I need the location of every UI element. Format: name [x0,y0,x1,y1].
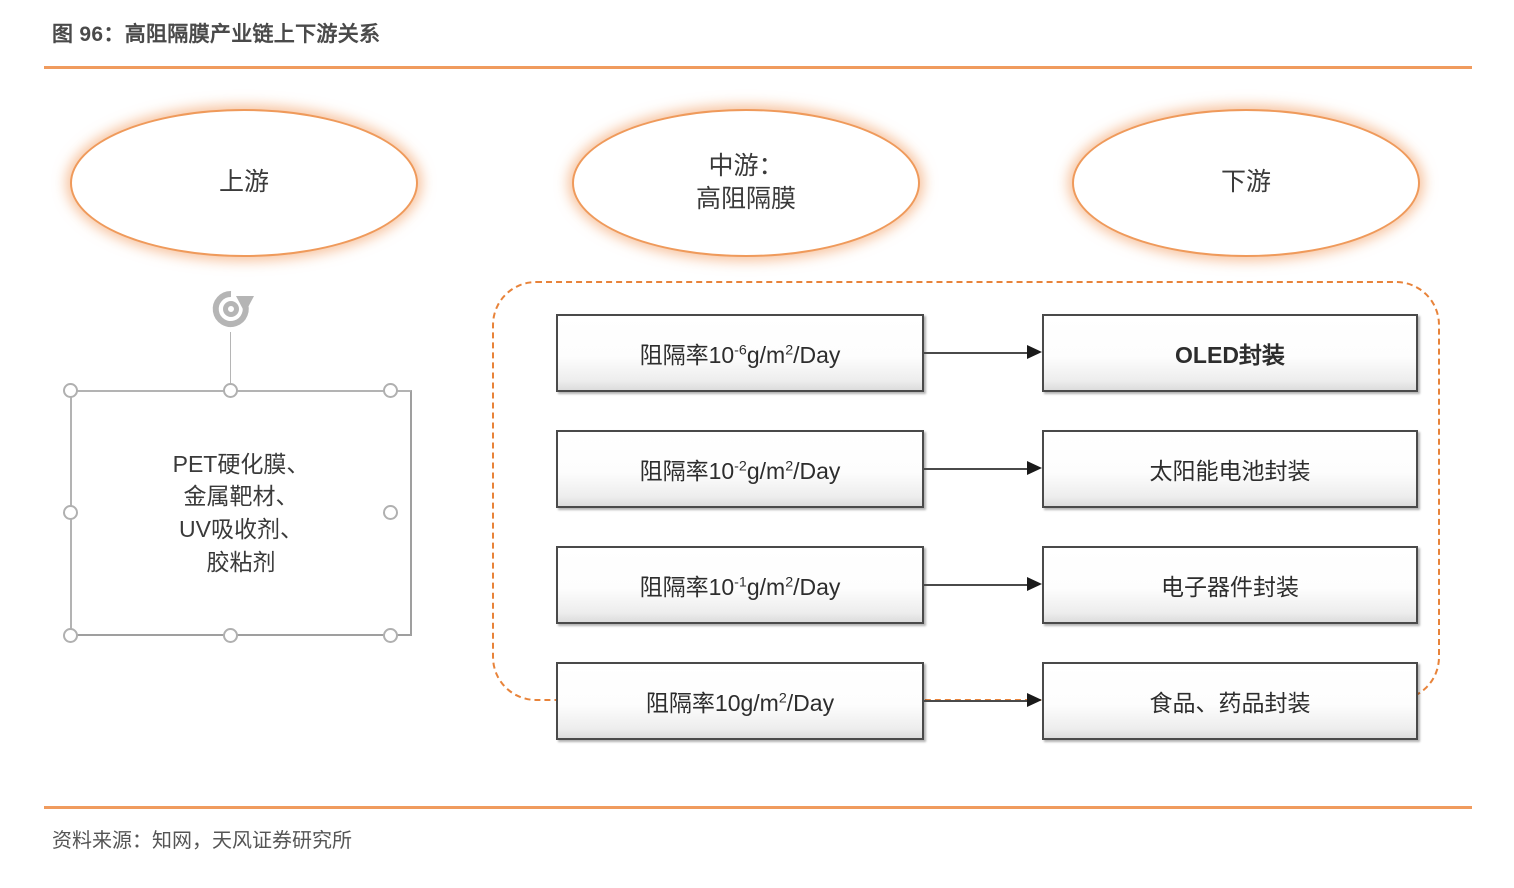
application-label: OLED封装 [1175,342,1285,368]
source-note: 资料来源：知网，天风证券研究所 [52,830,352,852]
stage-ellipse-downstream[interactable]: 下游 [1072,109,1420,257]
resize-handle-middle-right[interactable] [383,505,398,520]
flow-row: 阻隔率10-6g/m2/Day OLED封装 [556,314,1418,392]
stage-ellipse-midstream-label-line1: 中游： [708,151,784,180]
stage-ellipse-upstream[interactable]: 上游 [70,109,418,257]
diagram-stage: 上游 中游： 高阻隔膜 下游 PET硬化膜、 金属靶材、 UV吸收剂、 胶粘剂 [0,76,1514,786]
barrier-rate-text: 阻隔率10g/m2/Day [645,690,835,716]
footer-divider [44,806,1472,809]
application-label: 太阳能电池封装 [1149,458,1311,484]
barrier-rate-box[interactable]: 阻隔率10-2g/m2/Day [556,430,924,508]
flow-arrow-icon [924,461,1042,475]
flow-row: 阻隔率10g/m2/Day 食品、药品封装 [556,662,1418,740]
header-divider [44,66,1472,69]
upstream-materials-box[interactable]: PET硬化膜、 金属靶材、 UV吸收剂、 胶粘剂 [70,390,412,636]
barrier-rate-box[interactable]: 阻隔率10-6g/m2/Day [556,314,924,392]
application-box[interactable]: 电子器件封装 [1042,546,1418,624]
application-box[interactable]: OLED封装 [1042,314,1418,392]
upstream-shape-selection-group[interactable]: PET硬化膜、 金属靶材、 UV吸收剂、 胶粘剂 [62,286,418,646]
rotate-handle-stem [230,332,231,392]
barrier-rate-text: 阻隔率10-6g/m2/Day [639,342,841,368]
application-box[interactable]: 食品、药品封装 [1042,662,1418,740]
arrow-head [1027,577,1042,591]
resize-handle-middle-left[interactable] [63,505,78,520]
resize-handle-bottom-left[interactable] [63,628,78,643]
stage-ellipse-midstream[interactable]: 中游： 高阻隔膜 [572,109,920,257]
upstream-materials-text: PET硬化膜、 金属靶材、 UV吸收剂、 胶粘剂 [172,450,310,575]
application-label: 食品、药品封装 [1149,690,1311,716]
barrier-rate-box[interactable]: 阻隔率10-1g/m2/Day [556,546,924,624]
barrier-rate-box[interactable]: 阻隔率10g/m2/Day [556,662,924,740]
page-title: 图 96：高阻隔膜产业链上下游关系 [52,23,381,46]
flow-arrow-icon [924,577,1042,591]
resize-handle-top-left[interactable] [63,383,78,398]
arrow-line [924,352,1028,354]
barrier-rate-text: 阻隔率10-2g/m2/Day [639,458,841,484]
arrow-line [924,584,1028,586]
barrier-rate-text: 阻隔率10-1g/m2/Day [639,574,841,600]
stage-ellipse-downstream-label: 下游 [1220,168,1271,197]
flow-arrow-icon [924,693,1042,707]
stage-ellipse-upstream-label: 上游 [218,168,269,197]
stage-ellipse-midstream-label-line2: 高阻隔膜 [695,185,796,213]
resize-handle-bottom-center[interactable] [223,628,238,643]
resize-handle-top-center[interactable] [223,383,238,398]
flow-arrow-icon [924,345,1042,359]
application-label: 电子器件封装 [1161,574,1299,600]
resize-handle-top-right[interactable] [383,383,398,398]
rotate-handle-icon[interactable] [204,286,258,334]
arrow-head [1027,693,1042,707]
arrow-head [1027,345,1042,359]
arrow-line [924,700,1028,702]
flow-row: 阻隔率10-2g/m2/Day 太阳能电池封装 [556,430,1418,508]
resize-handle-bottom-right[interactable] [383,628,398,643]
application-box[interactable]: 太阳能电池封装 [1042,430,1418,508]
arrow-line [924,468,1028,470]
arrow-head [1027,461,1042,475]
flow-row: 阻隔率10-1g/m2/Day 电子器件封装 [556,546,1418,624]
